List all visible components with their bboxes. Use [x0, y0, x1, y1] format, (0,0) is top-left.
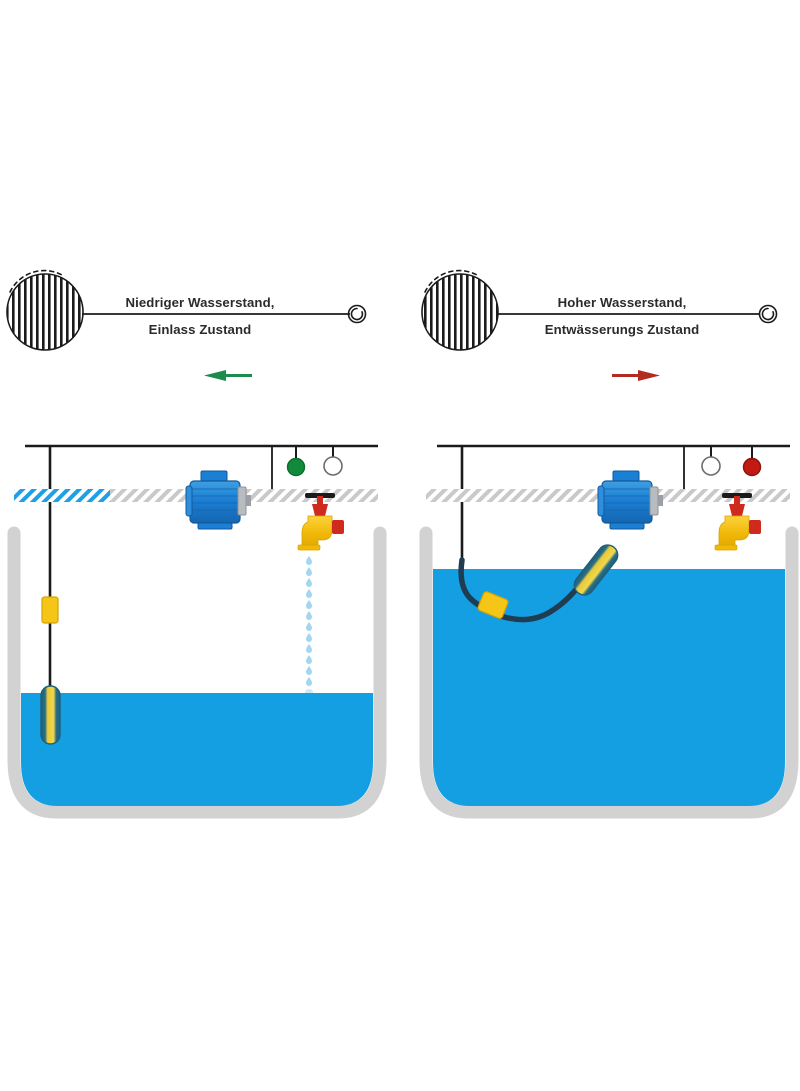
header-title-line1: Niedriger Wasserstand,	[125, 295, 274, 310]
hatched-circle-icon	[6, 273, 84, 351]
indicator-lamp-red[interactable]	[742, 446, 762, 477]
pump-motor[interactable]	[597, 470, 663, 530]
spiral-terminator-icon	[758, 304, 778, 324]
pump-motor[interactable]	[185, 470, 251, 530]
float-switch[interactable]	[40, 596, 61, 745]
faucet-handle-icon[interactable]	[305, 493, 335, 498]
panel-high-water-drain: Hoher Wasserstand, Entwässerungs Zustand	[400, 0, 800, 1091]
inlet-flow-arrow	[204, 370, 252, 381]
outlet-faucet[interactable]	[714, 493, 761, 551]
float-switch-cable-submerged	[458, 557, 584, 623]
spiral-terminator-icon	[347, 304, 367, 324]
indicator-lamp-green[interactable]	[286, 446, 306, 477]
water-droplets	[305, 556, 313, 695]
pipe-segment-active	[14, 489, 110, 502]
water-tank	[419, 526, 799, 819]
float-switch-body	[40, 685, 61, 745]
header-title-line1: Hoher Wasserstand,	[558, 295, 687, 310]
water-tank	[7, 526, 387, 819]
float-switch[interactable]	[458, 541, 622, 623]
header-low-water: Niedriger Wasserstand, Einlass Zustand	[6, 269, 367, 351]
panel-low-water-inlet: Niedriger Wasserstand, Einlass Zustand	[6, 269, 387, 819]
header-high-water: Hoher Wasserstand, Entwässerungs Zustand	[421, 269, 778, 351]
hatched-circle-icon	[421, 273, 499, 351]
indicator-lamp-white[interactable]	[323, 446, 343, 476]
float-switch-weight	[477, 591, 509, 619]
float-switch-body	[573, 544, 619, 596]
outlet-faucet[interactable]	[297, 493, 344, 551]
float-switch-weight	[41, 596, 59, 624]
faucet-handle-icon[interactable]	[722, 493, 752, 498]
tank-water	[21, 693, 373, 806]
drain-flow-arrow	[612, 370, 660, 381]
header-title-line2: Entwässerungs Zustand	[545, 322, 700, 337]
header-title-line2: Einlass Zustand	[149, 322, 252, 337]
indicator-lamp-white[interactable]	[701, 446, 721, 476]
